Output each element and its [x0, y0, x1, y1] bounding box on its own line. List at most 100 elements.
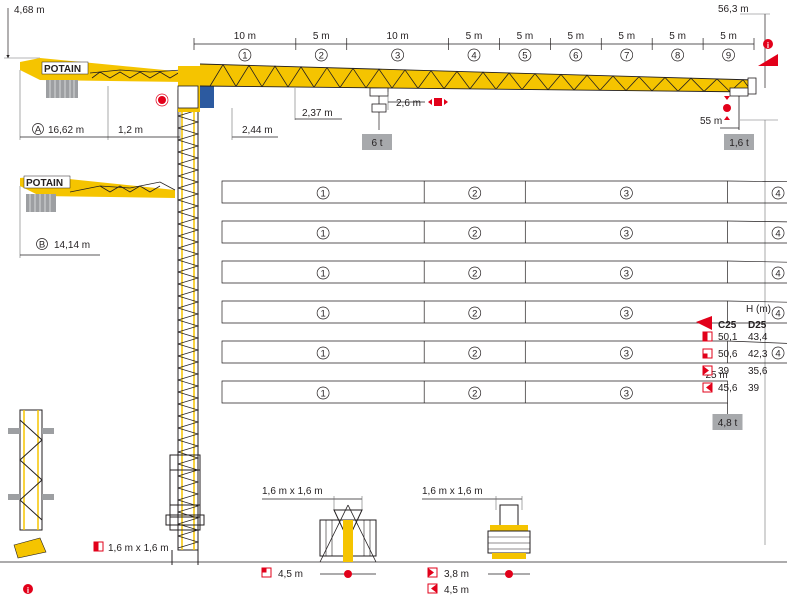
height-row: 39 35,6 — [702, 365, 768, 377]
svg-text:1,6 m x 1,6 m: 1,6 m x 1,6 m — [108, 543, 169, 554]
config-segment-number: 1 — [320, 349, 325, 360]
cab — [155, 66, 214, 112]
trolley-far: 55 m — [700, 87, 749, 130]
config-segment-circle — [468, 266, 482, 280]
height-col1: C25 — [718, 320, 737, 331]
segment-circle — [620, 48, 634, 62]
segment-circle — [391, 48, 404, 62]
segment-length-label: 10 m — [234, 31, 256, 42]
config-segment-number: 1 — [320, 189, 325, 200]
segment-number: 6 — [573, 51, 578, 62]
segment-circle — [518, 48, 532, 62]
base1-bottom-label: 4,5 m — [278, 569, 303, 580]
config-segment-number: 4 — [775, 309, 780, 320]
segment-length-label: 5 m — [466, 31, 483, 42]
jib — [199, 63, 757, 95]
segment-circle — [238, 48, 252, 62]
segment-number: 1 — [242, 51, 247, 62]
config-row: 123430 m3,85 t — [221, 340, 787, 364]
counterjib-a-dims: A 16,62 m 1,2 m 2,44 m 2,37 m — [20, 88, 342, 140]
tip-load-label: 1,6 t — [729, 138, 749, 149]
segment-length-label: 5 m — [517, 31, 534, 42]
config-segment-circle — [316, 346, 330, 360]
config-segment-circle — [771, 186, 785, 200]
config-segment-circle — [468, 386, 482, 400]
counterjib-b: POTAIN B 14,14 m — [19, 175, 176, 258]
config-segment-number: 1 — [320, 229, 325, 240]
config-segment-number: 3 — [624, 229, 629, 240]
config-segment-number: 2 — [472, 349, 477, 360]
tower-mast — [165, 89, 205, 565]
config-segment-circle — [771, 226, 785, 240]
height-c25: 50,1 — [718, 332, 738, 343]
offset-label: 1,2 m — [118, 125, 143, 136]
config-row: 1234535 m3,2 t — [221, 300, 787, 324]
info-icon-top: i — [758, 39, 778, 66]
segment-circle — [467, 48, 481, 62]
config-segment-number: 3 — [624, 349, 629, 360]
jib-configurations: 1234567850 m2,2 t123456745 m2,5 t1234564… — [221, 180, 787, 430]
segment-number: 5 — [522, 51, 527, 62]
brand-logo-a: POTAIN — [44, 64, 81, 75]
brand-logo-b: POTAIN — [26, 178, 63, 189]
segment-number: 9 — [726, 51, 731, 62]
config-segment-circle — [620, 306, 633, 320]
config-segment-circle — [468, 186, 482, 200]
config-segment-circle — [620, 186, 633, 200]
info-icon-bottom: i — [23, 584, 33, 595]
config-segment-number: 1 — [320, 269, 325, 280]
height-d25: 35,6 — [748, 366, 768, 377]
config-segment-circle — [468, 346, 482, 360]
segment-length-label: 5 m — [618, 31, 635, 42]
total-height-label: 56,3 m — [718, 4, 749, 15]
height-d25: 43,4 — [748, 332, 768, 343]
tip-reach-label: 55 m — [700, 116, 722, 127]
config-segment-number: 1 — [320, 389, 325, 400]
base2-top-label: 1,6 m x 1,6 m — [422, 486, 483, 497]
config-segment-circle — [620, 226, 633, 240]
max-load-box — [362, 134, 392, 150]
segment-circle — [722, 48, 735, 62]
segment-length-label: 5 m — [720, 31, 737, 42]
height-d25: 42,3 — [748, 349, 768, 360]
trolley-span-label: 2,6 m — [396, 98, 421, 109]
config-segment-number: 4 — [775, 349, 780, 360]
segment-length-label: 5 m — [669, 31, 686, 42]
segment-number: 4 — [471, 51, 476, 62]
config-segment-number: 4 — [775, 229, 780, 240]
config-segment-circle — [771, 266, 785, 280]
segment-number: 3 — [395, 51, 400, 62]
base-1: 1,6 m x 1,6 m 4,5 m — [261, 486, 377, 580]
config-segment-number: 2 — [472, 229, 477, 240]
config-segment-number: 1 — [320, 309, 325, 320]
tip-load-box — [724, 134, 754, 150]
base-2: 1,6 m x 1,6 m 3,8 m 4,5 m — [422, 486, 531, 596]
height-c25: 39 — [718, 366, 730, 377]
config-segment-circle — [771, 306, 785, 320]
total-height-dim: 56,3 m — [718, 4, 778, 545]
segment-length-label: 5 m — [313, 31, 330, 42]
config-segment-circle — [316, 306, 330, 320]
segment-length-label: 5 m — [567, 31, 584, 42]
config-segment-circle — [316, 266, 330, 280]
wind-icon — [696, 316, 712, 330]
counterjib-b-value: 14,14 m — [54, 240, 90, 251]
config-segment-circle — [620, 266, 633, 280]
config-segment-circle — [316, 386, 330, 400]
config-row: 12345640 m2,9 t — [221, 260, 787, 284]
config-segment-circle — [316, 226, 330, 240]
height-row: 50,1 43,4 — [702, 331, 768, 343]
circle-a: A — [35, 125, 42, 136]
config-segment-number: 3 — [624, 389, 629, 400]
counterjib-height-label: 4,68 m — [14, 5, 45, 16]
height-table-header: H (m) — [746, 304, 771, 315]
segment-circle — [671, 48, 684, 62]
svg-text:i: i — [27, 586, 29, 595]
height-col2: D25 — [748, 320, 767, 331]
